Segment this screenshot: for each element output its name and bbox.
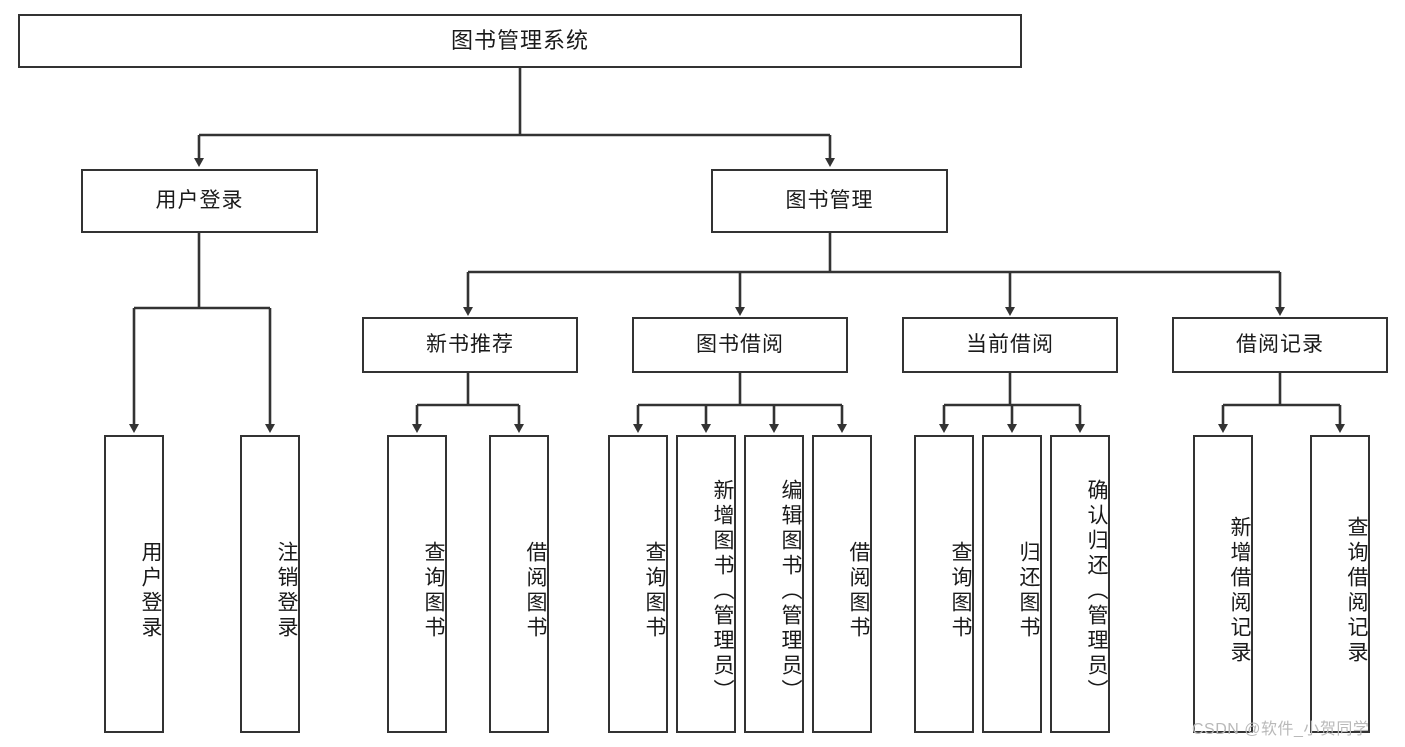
node-label: 查询图书 — [949, 541, 972, 641]
node-label: 借阅图书 — [524, 541, 547, 641]
node-label: 借阅记录 — [1236, 333, 1324, 357]
node-current-borrow[interactable]: 当前借阅 — [902, 317, 1118, 373]
node-label: 注销登录 — [275, 541, 298, 641]
node-label: 用户登录 — [139, 541, 162, 641]
connector-lines — [129, 68, 1345, 433]
leaf-borrow-record-add-record[interactable]: 新增借阅记录 — [1193, 435, 1253, 733]
node-label: 查询图书 — [422, 541, 445, 641]
node-label: 查询图书 — [643, 541, 666, 641]
node-label: 用户登录 — [155, 189, 244, 213]
node-user-login[interactable]: 用户登录 — [81, 169, 318, 233]
node-label: 借阅图书 — [847, 541, 870, 641]
leaf-borrow-record-query-record[interactable]: 查询借阅记录 — [1310, 435, 1370, 733]
node-label: 确认归还（管理员） — [1085, 478, 1108, 704]
node-label: 图书管理系统 — [450, 27, 589, 53]
leaf-book-borrow-borrow-book[interactable]: 借阅图书 — [812, 435, 872, 733]
leaf-user-login-logout[interactable]: 注销登录 — [240, 435, 300, 733]
leaf-new-book-borrow-book[interactable]: 借阅图书 — [489, 435, 549, 733]
node-label: 归还图书 — [1017, 541, 1040, 641]
leaf-current-borrow-return-book[interactable]: 归还图书 — [982, 435, 1042, 733]
node-new-book-recommend[interactable]: 新书推荐 — [362, 317, 578, 373]
node-root-book-management-system[interactable]: 图书管理系统 — [18, 14, 1022, 68]
csdn-watermark: CSDN @软件_小贺同学 — [1192, 721, 1370, 738]
leaf-book-borrow-edit-book-admin[interactable]: 编辑图书（管理员） — [744, 435, 804, 733]
node-borrow-record[interactable]: 借阅记录 — [1172, 317, 1388, 373]
leaf-user-login-login[interactable]: 用户登录 — [104, 435, 164, 733]
leaf-book-borrow-add-book-admin[interactable]: 新增图书（管理员） — [676, 435, 736, 733]
node-book-management[interactable]: 图书管理 — [711, 169, 948, 233]
node-label: 新增图书（管理员） — [711, 478, 734, 704]
node-book-borrow[interactable]: 图书借阅 — [632, 317, 848, 373]
node-label: 新增借阅记录 — [1228, 516, 1251, 666]
leaf-new-book-query-book[interactable]: 查询图书 — [387, 435, 447, 733]
leaf-current-borrow-query-book[interactable]: 查询图书 — [914, 435, 974, 733]
leaf-book-borrow-query-book[interactable]: 查询图书 — [608, 435, 668, 733]
node-label: 当前借阅 — [966, 333, 1054, 357]
node-label: 新书推荐 — [426, 333, 514, 357]
leaf-current-borrow-confirm-return-admin[interactable]: 确认归还（管理员） — [1050, 435, 1110, 733]
node-label: 图书管理 — [785, 189, 874, 213]
node-label: 编辑图书（管理员） — [779, 478, 802, 704]
node-label: 图书借阅 — [696, 333, 784, 357]
node-label: 查询借阅记录 — [1345, 516, 1368, 666]
